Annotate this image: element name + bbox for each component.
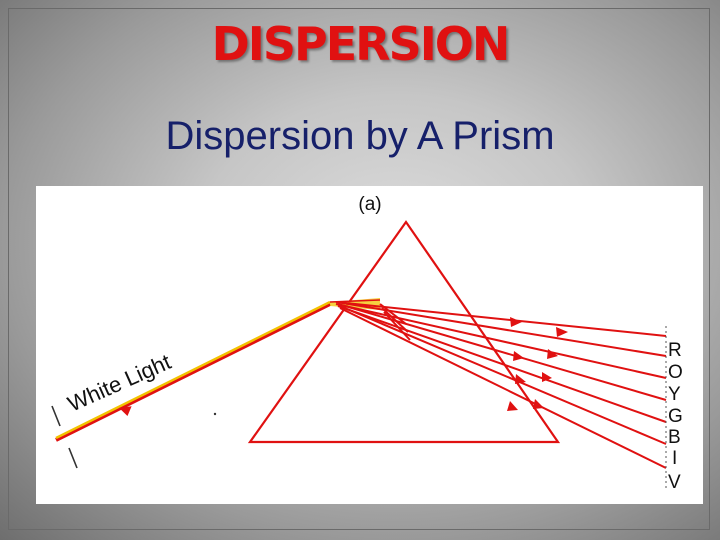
spectrum-letter-y: Y	[668, 384, 681, 405]
spectrum-letter-b: B	[668, 427, 681, 448]
slide-title: DISPERSION	[211, 17, 511, 71]
spectrum-letter-i: I	[672, 448, 677, 469]
wavefront-mark	[68, 447, 78, 469]
dispersed-rays	[335, 301, 667, 469]
slide-subtitle: Dispersion by A Prism	[165, 114, 555, 158]
spectrum-letter-o: O	[668, 362, 683, 383]
wavefront-mark	[51, 405, 61, 427]
spectrum-letter-r: R	[668, 340, 682, 361]
incoming-ray	[55, 300, 331, 440]
dispersed-arrow-heads	[507, 317, 568, 411]
prism-figure: (a) White Light	[36, 186, 703, 504]
panel-label: (a)	[358, 194, 381, 215]
stray-dot	[213, 412, 217, 416]
slide-frame	[8, 8, 710, 530]
prism-diagram: (a) White Light	[51, 194, 683, 493]
incoming-ray-edge	[55, 302, 331, 442]
spectrum-labels: R O Y G B I V	[668, 340, 683, 493]
prism-triangle	[247, 220, 561, 444]
spectrum-letter-g: G	[668, 406, 683, 427]
spectrum-letter-v: V	[668, 472, 681, 493]
incoming-arrow-head	[119, 406, 132, 417]
